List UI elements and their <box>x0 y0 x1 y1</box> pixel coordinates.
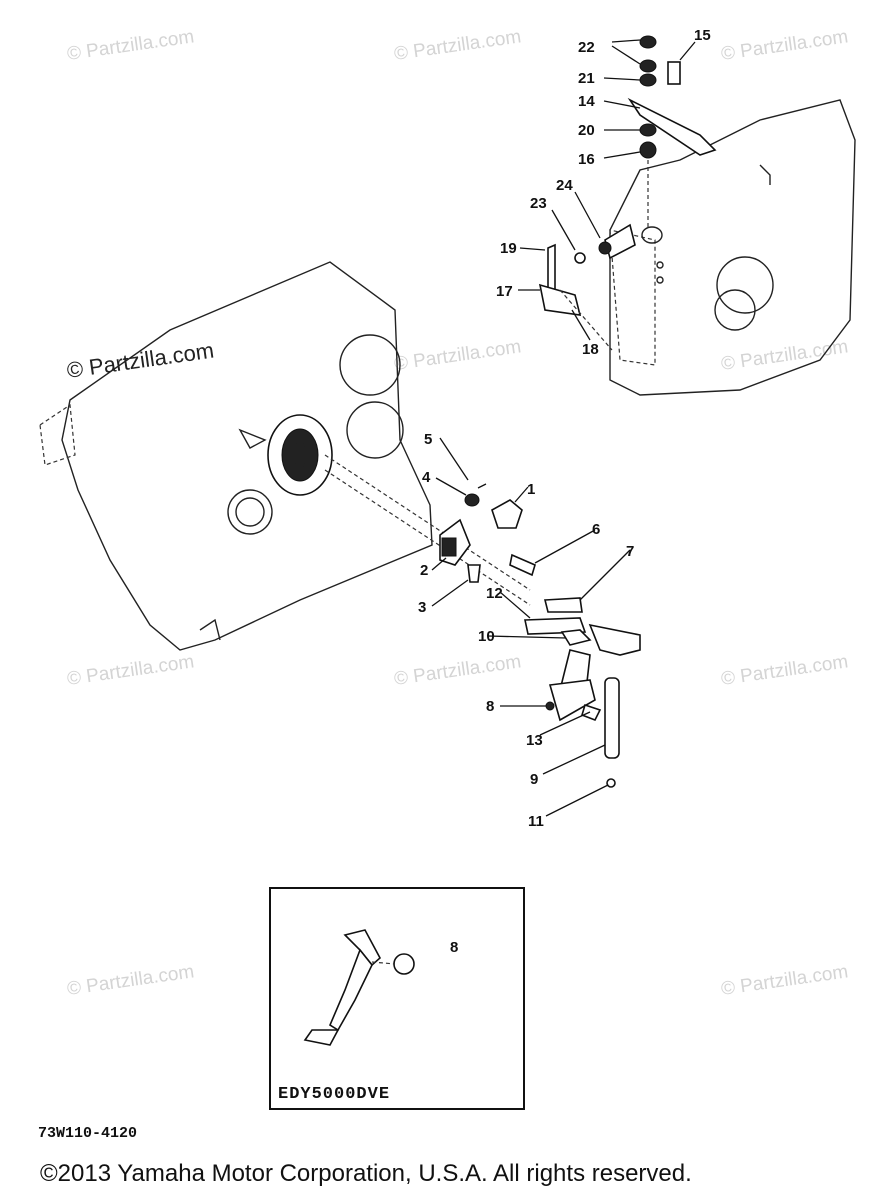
callout-8: 8 <box>486 698 494 715</box>
callout-12: 12 <box>486 585 503 602</box>
watermark: © Partzilla.com <box>65 338 215 383</box>
engine-block-left <box>39 261 531 651</box>
watermark: © Partzilla.com <box>720 336 850 375</box>
lower-linkage-parts <box>439 483 641 788</box>
watermark: © Partzilla.com <box>66 961 196 1000</box>
leader-lines <box>411 39 696 959</box>
callout-7: 7 <box>626 543 634 560</box>
callout-2: 2 <box>420 562 428 579</box>
engine-block-right <box>609 99 856 396</box>
callout-24: 24 <box>556 177 573 194</box>
watermark: © Partzilla.com <box>720 961 850 1000</box>
callout-11: 11 <box>528 813 544 830</box>
callout-6: 6 <box>592 521 600 538</box>
inset-callout-8: 8 <box>450 939 458 956</box>
callout-4: 4 <box>422 469 431 486</box>
callout-10: 10 <box>478 628 495 645</box>
callout-18: 18 <box>582 341 599 358</box>
callout-numbers: 1 2 3 4 5 6 7 8 9 10 11 12 13 14 15 16 1… <box>418 27 711 830</box>
watermark: © Partzilla.com <box>720 651 850 690</box>
callout-14: 14 <box>578 93 595 110</box>
callout-20: 20 <box>578 122 595 139</box>
watermark: © Partzilla.com <box>393 651 523 690</box>
callout-23: 23 <box>530 195 547 212</box>
callout-15: 15 <box>694 27 711 44</box>
watermark: © Partzilla.com <box>393 336 523 375</box>
drawing-code: 73W110-4120 <box>38 1125 137 1142</box>
callout-19: 19 <box>500 240 517 257</box>
watermark: © Partzilla.com <box>720 26 850 65</box>
callout-16: 16 <box>578 151 595 168</box>
watermarks: © Partzilla.com © Partzilla.com © Partzi… <box>65 26 849 1000</box>
inset-box: 8 EDY5000DVE <box>269 887 525 1110</box>
callout-1: 1 <box>527 481 535 498</box>
inset-model-label: EDY5000DVE <box>278 1085 390 1104</box>
callout-13: 13 <box>526 732 543 749</box>
watermark: © Partzilla.com <box>66 651 196 690</box>
watermark: © Partzilla.com <box>393 26 523 65</box>
copyright-notice: ©2013 Yamaha Motor Corporation, U.S.A. A… <box>40 1160 692 1187</box>
watermark: © Partzilla.com <box>66 26 196 65</box>
callout-9: 9 <box>530 771 538 788</box>
callout-17: 17 <box>496 283 513 300</box>
callout-21: 21 <box>578 70 595 87</box>
callout-3: 3 <box>418 599 426 616</box>
shift-drum-gear <box>238 414 333 496</box>
callout-22: 22 <box>578 39 595 56</box>
callout-5: 5 <box>424 431 432 448</box>
